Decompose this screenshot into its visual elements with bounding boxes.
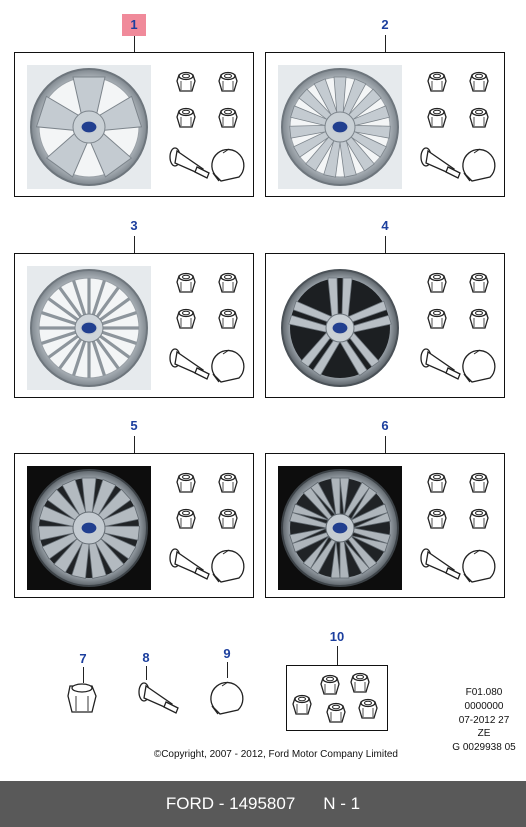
wheel-panel-2[interactable] <box>265 52 505 197</box>
wheel-nut-set-icon <box>292 672 378 723</box>
wheel-hardware-set-6 <box>416 464 498 592</box>
copyright-text: ©Copyright, 2007 - 2012, Ford Motor Comp… <box>153 749 398 760</box>
reference-block: F01.080 0000000 07-2012 27 ZE G 0029938 … <box>452 686 516 755</box>
wheel-image-2 <box>278 65 402 189</box>
reference-line-3: 07-2012 27 <box>458 714 510 726</box>
wheel-panel-1[interactable] <box>14 52 254 197</box>
callout-4[interactable]: 4 <box>381 218 389 233</box>
leader-line-4 <box>385 236 386 253</box>
callout-5[interactable]: 5 <box>130 418 138 433</box>
wheel-image-6 <box>278 466 402 590</box>
wheel-panel-6[interactable] <box>265 453 505 598</box>
reference-line-2: 0000000 <box>464 700 504 712</box>
leader-line-10 <box>337 646 338 665</box>
part-number: FORD - 1495807 <box>165 794 296 813</box>
leader-line-8 <box>146 666 147 680</box>
reference-line-1: F01.080 <box>465 687 503 698</box>
leader-line-9 <box>227 662 228 678</box>
callout-1[interactable]: 1 <box>122 14 146 36</box>
center-cap-icon[interactable] <box>206 676 248 718</box>
locking-wheel-nut-icon[interactable] <box>64 682 102 716</box>
callout-2[interactable]: 2 <box>381 17 389 32</box>
tire-valve-icon[interactable] <box>134 678 182 718</box>
leader-line-2 <box>385 35 386 52</box>
wheel-hardware-set-4 <box>416 264 498 392</box>
copyright-row: ©Copyright, 2007 - 2012, Ford Motor Comp… <box>0 749 526 760</box>
callout-7[interactable]: 7 <box>79 651 87 666</box>
leader-line-6 <box>385 436 386 453</box>
leader-line-5 <box>134 436 135 453</box>
callout-10[interactable]: 10 <box>329 629 345 644</box>
callout-8[interactable]: 8 <box>142 650 150 665</box>
callout-9[interactable]: 9 <box>223 646 231 661</box>
wheel-image-4 <box>278 266 402 390</box>
wheel-nut-kit-box[interactable] <box>286 665 388 731</box>
callout-3[interactable]: 3 <box>130 218 138 233</box>
wheel-panel-5[interactable] <box>14 453 254 598</box>
wheel-hardware-set-5 <box>165 464 247 592</box>
wheel-panel-4[interactable] <box>265 253 505 398</box>
page-number: N - 1 <box>323 794 361 813</box>
footer-bar: FORD - 1495807 N - 1 <box>0 781 526 827</box>
callout-6[interactable]: 6 <box>381 418 389 433</box>
wheel-hardware-set-3 <box>165 264 247 392</box>
wheel-hardware-set-2 <box>416 63 498 191</box>
wheel-image-3 <box>27 266 151 390</box>
wheel-image-1 <box>27 65 151 189</box>
leader-line-7 <box>83 667 84 683</box>
leader-line-1 <box>134 36 135 52</box>
wheel-image-5 <box>27 466 151 590</box>
wheel-panel-3[interactable] <box>14 253 254 398</box>
reference-line-4: ZE <box>477 728 491 740</box>
reference-line-5: G 0029938 05 <box>452 742 516 754</box>
leader-line-3 <box>134 236 135 253</box>
wheel-hardware-set-1 <box>165 63 247 191</box>
